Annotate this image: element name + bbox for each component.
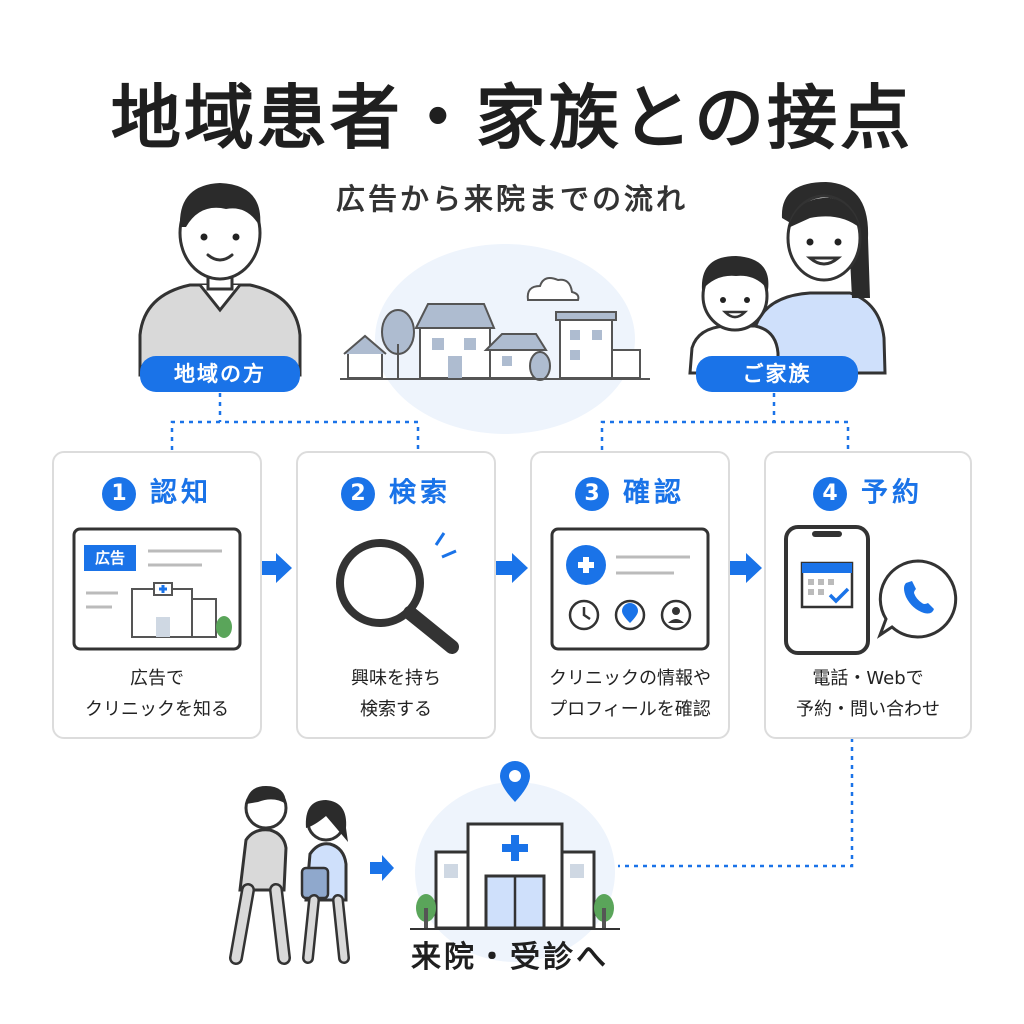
clinic-profile-icon <box>550 527 710 651</box>
visit-label: 来院・受診へ <box>411 940 609 975</box>
step-card-confirm: 3 確認 クリニックの情報や プロフィールを確認 <box>530 451 730 739</box>
step-card-awareness: 1 認知 広告 広告で クリニックを知る <box>52 451 262 739</box>
town-illustration <box>340 244 650 434</box>
step-title: 確認 <box>623 477 685 509</box>
step-desc-line: 広告で <box>130 668 184 689</box>
ad-badge: 広告 <box>94 549 125 567</box>
page-title: 地域患者・家族との接点 <box>110 77 914 159</box>
persona-label-local: 地域の方 <box>140 356 300 392</box>
persona-label-family: ご家族 <box>696 356 858 392</box>
step-number: 4 <box>813 476 847 511</box>
step-title: 検索 <box>389 477 451 509</box>
step-number: 3 <box>575 476 609 511</box>
step-desc-line: 検索する <box>360 699 432 720</box>
page-subtitle: 広告から来院までの流れ <box>335 182 688 216</box>
magnifier-icon <box>336 532 459 654</box>
step-desc-line: クリニックを知る <box>85 699 229 720</box>
family-illustration <box>688 182 887 375</box>
step-desc-line: 電話・Webで <box>812 668 924 689</box>
step-desc-line: 興味を持ち <box>351 668 441 689</box>
clinic-building-illustration <box>410 761 620 962</box>
ad-clinic-icon <box>72 527 242 651</box>
phone-calendar-icon <box>784 525 958 655</box>
step-title: 認知 <box>150 477 212 509</box>
step-card-search: 2 検索 興味を持ち 検索する <box>296 451 496 739</box>
local-person-illustration <box>138 183 302 377</box>
walking-couple-illustration <box>229 786 350 965</box>
step-card-reservation: 4 予約 電話・Webで 予約・問い合わせ <box>764 451 972 739</box>
step-title: 予約 <box>861 477 923 509</box>
step-number: 2 <box>341 476 375 511</box>
step-number: 1 <box>102 476 136 511</box>
step-desc-line: プロフィールを確認 <box>549 699 711 720</box>
step-desc-line: 予約・問い合わせ <box>796 699 940 720</box>
step-desc-line: クリニックの情報や <box>549 668 711 689</box>
